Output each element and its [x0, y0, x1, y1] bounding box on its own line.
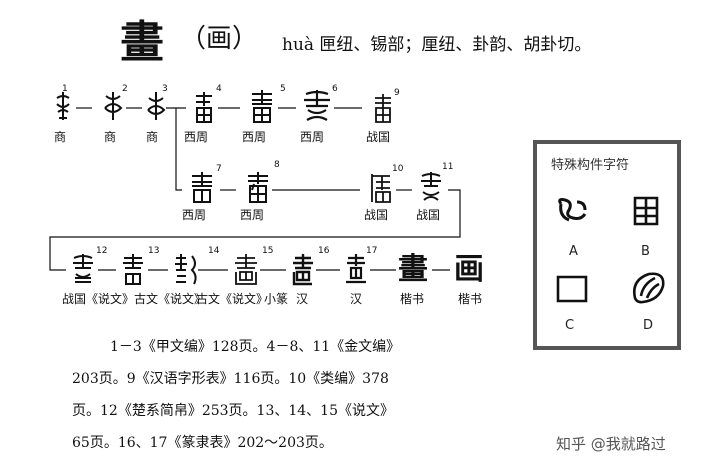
ancient-glyph-icon: [248, 172, 268, 203]
form-label: 古文《说文》: [134, 292, 207, 306]
reference-line: 页。12《楚系简帛》253页。13、14、15《说文》: [72, 403, 394, 419]
form-label: 西周: [240, 208, 265, 222]
form-label: 西周: [242, 130, 267, 144]
ancient-glyph-icon: [175, 254, 197, 285]
form-label: 商: [146, 130, 159, 144]
ancient-glyph-icon: [147, 92, 166, 120]
field-box-icon: [633, 196, 659, 226]
reference-line: 65页。16、17《篆隶表》202～203页。: [72, 435, 333, 451]
ancient-glyph-icon: [73, 254, 93, 283]
component-label: B: [641, 244, 650, 259]
form-number: 9: [394, 88, 400, 98]
loop-shape-icon: [558, 198, 587, 222]
form-label: 商: [104, 130, 117, 144]
form-label: 汉: [296, 292, 309, 306]
form-number: 2: [122, 84, 128, 94]
form-label: 汉: [350, 292, 363, 306]
form-label: 战国: [416, 208, 441, 222]
form-number: 8: [274, 160, 280, 170]
regular-script-simp: 画: [454, 252, 484, 287]
regular-script-trad: 畫: [398, 252, 428, 287]
form-number: 14: [208, 246, 220, 256]
reading-text: huà 匣纽、锡部；厘纽、卦韵、胡卦切。: [282, 35, 592, 55]
special-components-panel: 特殊构件字符 A B C D: [533, 140, 681, 350]
form-number: 17: [366, 246, 378, 256]
headword-char: 畫: [120, 17, 164, 68]
form-label: 西周: [300, 130, 325, 144]
form-label: 西周: [182, 208, 207, 222]
watermark: 知乎 @我就路过: [556, 435, 666, 453]
form-number: 5: [280, 84, 286, 94]
form-label: 古文《说文》: [196, 292, 269, 306]
form-number: 3: [162, 84, 168, 94]
ancient-glyph-icon: [304, 90, 330, 121]
component-label: D: [643, 318, 654, 333]
form-number: 13: [148, 246, 160, 256]
form-label: 小篆: [264, 292, 289, 306]
form-number: 11: [442, 162, 454, 172]
form-number: 10: [392, 164, 404, 174]
ancient-glyph-icon: [235, 254, 257, 285]
form-number: 7: [216, 164, 222, 174]
ancient-glyph-icon: [375, 94, 391, 123]
ancient-glyph-icon: [371, 174, 391, 203]
form-number: 16: [318, 246, 330, 256]
form-number: 6: [332, 84, 338, 94]
ancient-glyph-icon: [196, 92, 212, 123]
ancient-glyph-icon: [123, 254, 143, 285]
ancient-glyph-icon: [421, 172, 441, 201]
form-label: 商: [54, 130, 67, 144]
form-label: 西周: [184, 130, 209, 144]
component-label: C: [565, 318, 575, 333]
panel-title: 特殊构件字符: [551, 158, 630, 173]
ancient-glyph-icon: [56, 92, 70, 120]
mouth-box-icon: [556, 275, 588, 303]
form-label: 楷书: [458, 292, 483, 306]
ancient-glyph-icon: [252, 90, 272, 123]
form-label: 战国: [366, 130, 391, 144]
simplified-form: （画）: [180, 24, 259, 54]
component-label: A: [569, 244, 578, 259]
ancient-glyph-icon: [346, 254, 366, 284]
form-label: 楷书: [400, 292, 425, 306]
form-number: 15: [262, 246, 274, 256]
ancient-glyph-icon: [192, 172, 212, 203]
form-number: 4: [216, 84, 222, 94]
ancient-glyph-icon: [292, 254, 313, 286]
reference-line: 1－3《甲文编》128页。4－8、11《金文编》: [110, 339, 401, 355]
leaf-shape-icon: [633, 272, 665, 304]
form-label: 战国《说文》: [62, 292, 135, 306]
form-number: 12: [96, 246, 108, 256]
reference-line: 203页。9《汉语字形表》116页。10《类编》378: [72, 371, 389, 387]
ancient-glyph-icon: [104, 92, 123, 120]
form-number: 1: [62, 84, 68, 94]
form-label: 战国: [364, 208, 389, 222]
